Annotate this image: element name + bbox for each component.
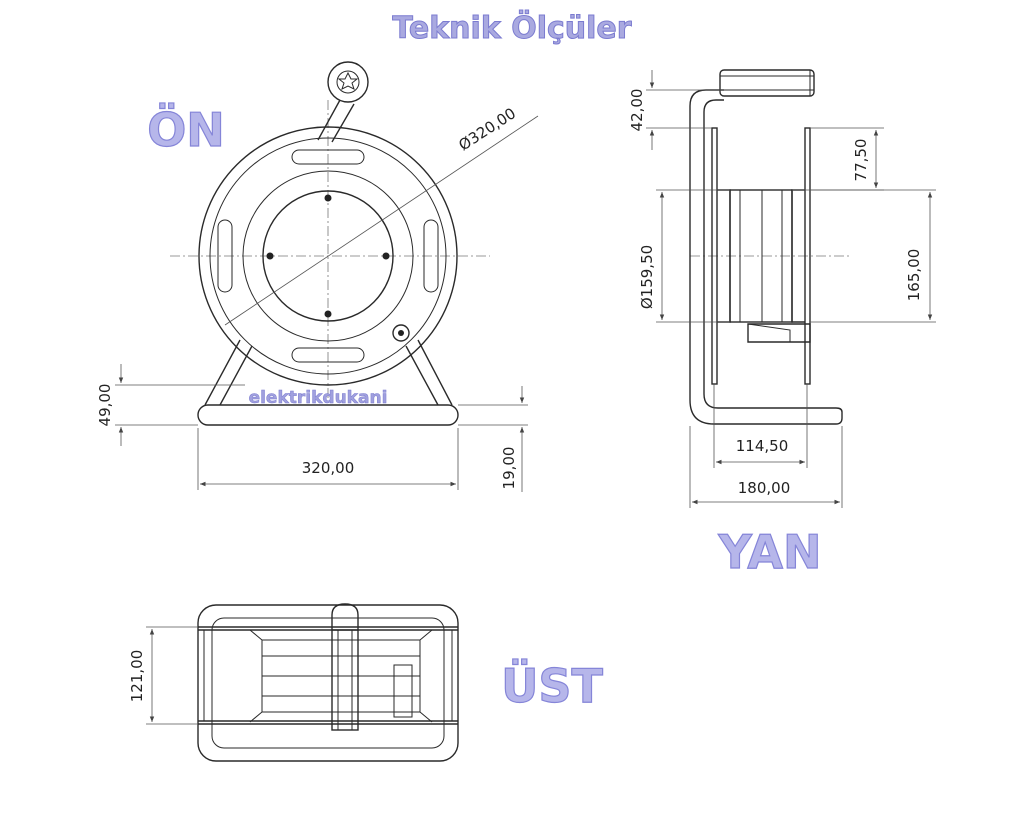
- side-drum-diameter-label: Ø159,50: [638, 245, 656, 309]
- front-view: ÖN Ø320,00: [96, 61, 539, 492]
- side-drum-width-label: 114,50: [736, 437, 789, 455]
- top-view-label: ÜST: [501, 659, 603, 713]
- page-title: Teknik Ölçüler: [392, 9, 631, 46]
- side-total-width-label: 180,00: [738, 479, 791, 497]
- front-diameter-label: Ø320,00: [455, 104, 519, 154]
- side-flange-label: 77,50: [852, 139, 870, 182]
- side-view: 42,00 77,50 165,00 Ø159,50 114,50 180,00…: [628, 69, 936, 580]
- side-view-label: YAN: [717, 525, 821, 579]
- top-depth-label: 121,00: [128, 650, 146, 703]
- top-view: 121,00 ÜST: [128, 603, 604, 762]
- side-handle-label: 42,00: [628, 89, 646, 132]
- side-drum-height-label: 165,00: [905, 249, 923, 302]
- watermark-text: elektrikdukani: [249, 388, 388, 408]
- front-width-label: 320,00: [302, 459, 355, 477]
- front-base-height-label: 49,00: [96, 384, 114, 427]
- front-foot-height-label: 19,00: [500, 447, 518, 490]
- front-view-label: ÖN: [147, 103, 225, 157]
